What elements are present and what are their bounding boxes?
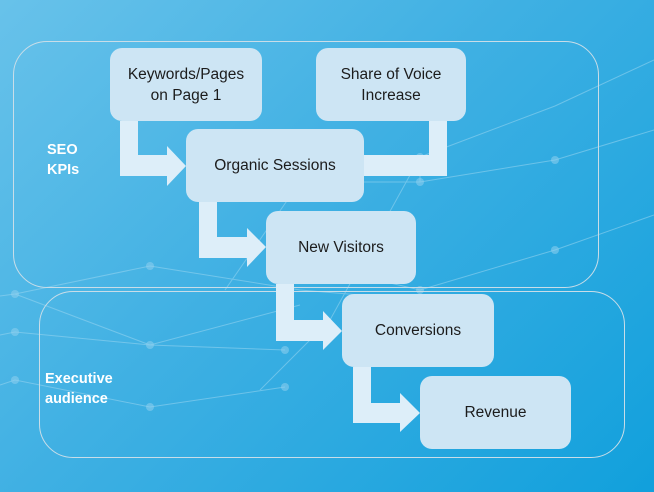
group-seo-kpis [13, 41, 599, 288]
node-share-of-voice: Share of Voice Increase [316, 48, 466, 121]
node-new-visitors: New Visitors [266, 211, 416, 284]
arrow-visitors-to-conversions [276, 284, 342, 350]
node-keywords-pages: Keywords/Pages on Page 1 [110, 48, 262, 121]
arrow-organic-to-visitors [199, 202, 266, 267]
group-executive-audience [39, 291, 625, 458]
arrow-sov-to-organic [338, 121, 447, 186]
node-revenue: Revenue [420, 376, 571, 449]
group-label-seo-kpis: SEO KPIs [47, 142, 80, 178]
node-conversions: Conversions [342, 294, 494, 367]
arrow-conversions-to-revenue [353, 367, 420, 432]
arrow-keywords-to-organic [120, 121, 186, 186]
node-organic-sessions: Organic Sessions [186, 129, 364, 202]
group-label-executive-audience: Executive audience [45, 371, 113, 407]
